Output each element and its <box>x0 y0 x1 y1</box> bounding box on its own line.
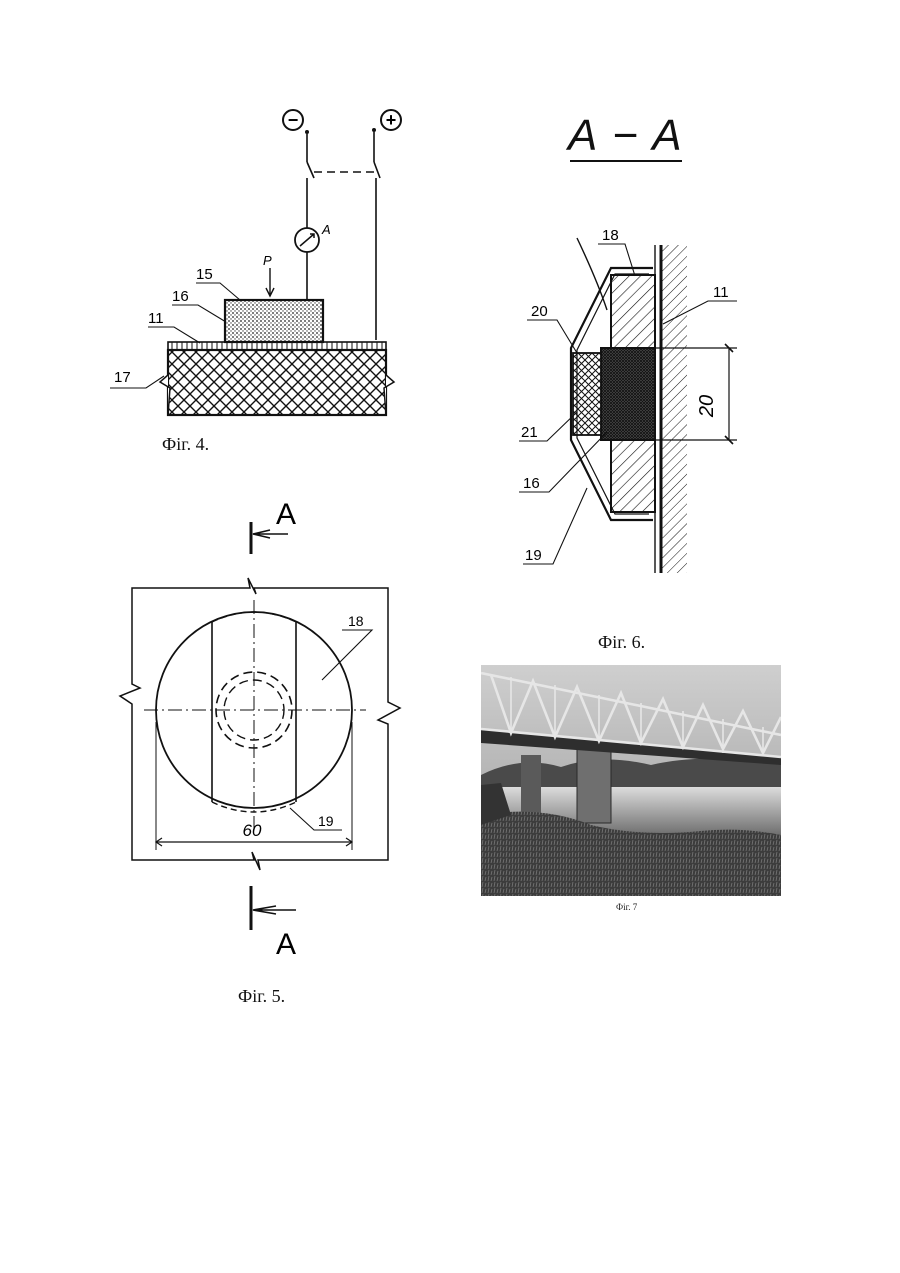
section-title: A − A <box>568 112 688 168</box>
plus-terminal-sign: + <box>386 110 397 130</box>
label-20: 20 <box>531 303 548 320</box>
coating-layer <box>168 342 386 350</box>
label-16: 16 <box>523 475 540 492</box>
dimension-60: 60 <box>243 821 262 840</box>
lower-insulator-block <box>611 440 655 512</box>
force-arrow <box>266 268 274 296</box>
label-15: 15 <box>196 266 213 283</box>
electrode-block <box>225 300 323 342</box>
base-plate <box>168 350 386 415</box>
bridge-photo-illustration <box>481 665 781 896</box>
label-19: 19 <box>318 813 334 829</box>
switch-blade-left <box>307 162 314 178</box>
upper-insulator-block <box>611 275 655 348</box>
label-19: 19 <box>525 547 542 564</box>
section-mark-top: A <box>276 498 296 531</box>
figure-4-caption: Фіг. 4. <box>162 434 209 455</box>
bridge-photo <box>481 665 781 896</box>
figure-6-caption: Фіг. 6. <box>598 632 645 653</box>
figure-5-plan-diagram: A 60 18 19 A <box>110 490 410 970</box>
force-label: P <box>263 253 272 268</box>
label-11: 11 <box>148 310 164 327</box>
center-electrode <box>601 348 655 440</box>
label-16: 16 <box>172 288 189 305</box>
label-11: 11 <box>713 284 729 301</box>
figure-4-diagram: − + A P 15 16 11 17 <box>100 100 420 430</box>
label-21: 21 <box>521 424 538 441</box>
minus-terminal-sign: − <box>288 110 299 130</box>
switch-blade-right <box>374 162 380 178</box>
label-17: 17 <box>114 369 131 386</box>
section-mark-bottom: A <box>276 928 296 961</box>
figure-7-caption: Фіг. 7 <box>616 902 637 912</box>
ammeter-label: A <box>321 222 331 237</box>
label-18: 18 <box>348 613 364 629</box>
wall-hatch <box>661 245 687 573</box>
label-18: 18 <box>602 227 619 244</box>
figure-5-caption: Фіг. 5. <box>238 986 285 1007</box>
dimension-20: 20 <box>696 395 718 418</box>
figure-6-section-diagram: 20 18 11 20 21 16 19 <box>515 220 775 580</box>
section-title-text: A − A <box>568 112 688 160</box>
bridge-pier <box>577 741 611 823</box>
